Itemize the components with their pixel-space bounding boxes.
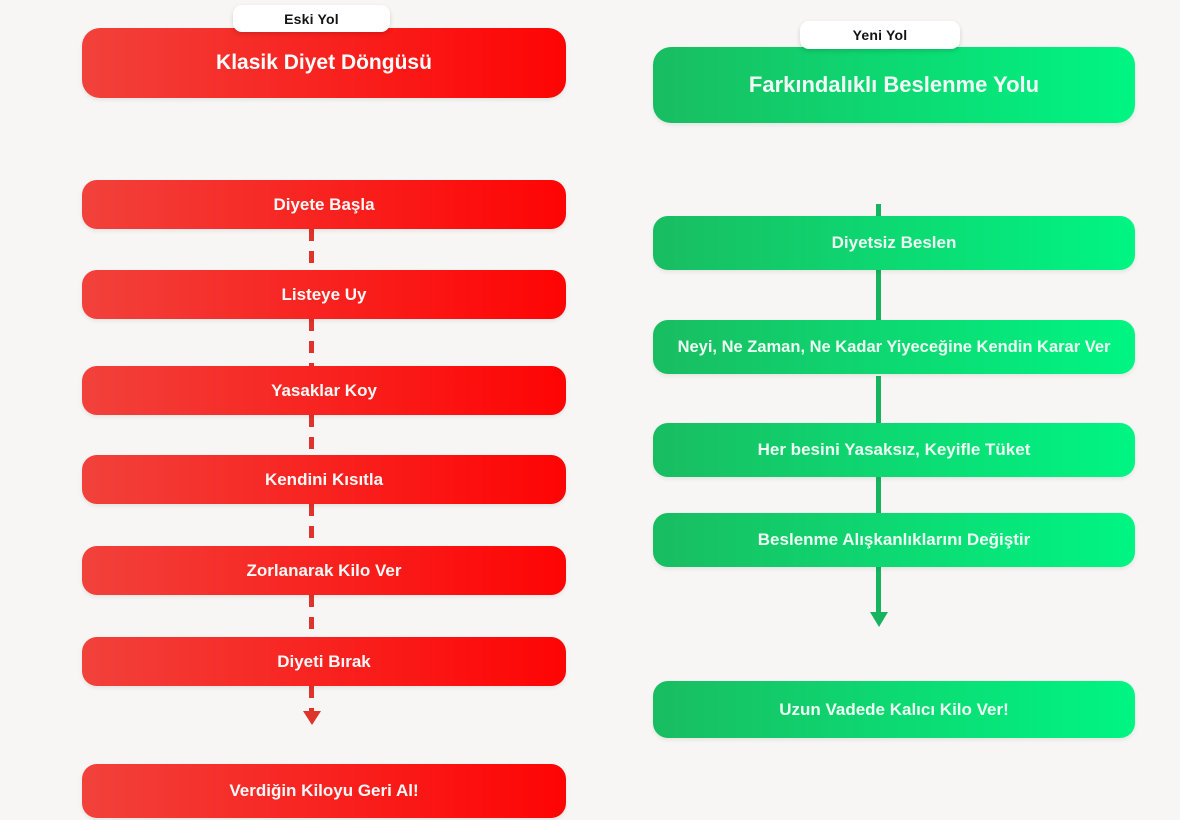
old-path-down-arrow-icon: [302, 711, 321, 725]
new-connector-segment: [876, 204, 881, 217]
new-connector-segment: [876, 376, 881, 424]
old-path-step-1-label: Diyete Başla: [273, 194, 375, 214]
old-path-step-5-label: Zorlanarak Kilo Ver: [246, 560, 402, 580]
new-path-tag-label: Yeni Yol: [852, 27, 908, 43]
new-path-title: Farkındalıklı Beslenme Yolu: [748, 72, 1040, 97]
new-path-result: Uzun Vadede Kalıcı Kilo Ver!: [779, 699, 1009, 719]
old-path-title-box: Klasik Diyet Döngüsü: [82, 28, 566, 98]
new-path-step-3-label: Her besini Yasaksız, Keyifle Tüket: [757, 440, 1031, 459]
new-path-result-box: Uzun Vadede Kalıcı Kilo Ver!: [653, 681, 1135, 738]
old-path-result-box: Verdiğin Kiloyu Geri Al!: [82, 764, 566, 818]
new-path-tag: Yeni Yol: [800, 21, 960, 49]
old-connector-segment: [309, 504, 314, 546]
old-path-step-4-label: Kendini Kısıtla: [264, 469, 384, 489]
new-path-step-4: Beslenme Alışkanlıklarını Değiştir: [653, 513, 1135, 567]
new-path-step-4-label: Beslenme Alışkanlıklarını Değiştir: [757, 530, 1031, 549]
new-path-step-2-label: Neyi, Ne Zaman, Ne Kadar Yiyeceğine Kend…: [677, 337, 1111, 356]
old-path-result: Verdiğin Kiloyu Geri Al!: [229, 781, 419, 800]
new-connector-segment: [876, 269, 881, 321]
old-path-title: Klasik Diyet Döngüsü: [216, 51, 432, 74]
old-connector-segment: [309, 595, 314, 637]
old-connector-segment: [309, 319, 314, 366]
old-path-step-6-label: Diyeti Bırak: [277, 651, 371, 671]
old-path-step-4: Kendini Kısıtla: [82, 455, 566, 504]
new-path-step-1: Diyetsiz Beslen: [653, 216, 1135, 270]
old-path-step-6: Diyeti Bırak: [82, 637, 566, 686]
new-path-step-2: Neyi, Ne Zaman, Ne Kadar Yiyeceğine Kend…: [653, 320, 1135, 374]
old-path-tag-label: Eski Yol: [284, 10, 339, 27]
old-path-tag: Eski Yol: [233, 5, 390, 32]
old-connector-segment: [309, 686, 314, 711]
new-path-title-box: Farkındalıklı Beslenme Yolu: [653, 47, 1135, 123]
old-path-step-2-label: Listeye Uy: [281, 284, 367, 304]
old-path-step-3: Yasaklar Koy: [82, 366, 566, 415]
old-connector-segment: [309, 415, 314, 455]
new-connector-segment: [876, 476, 881, 514]
new-path-step-3: Her besini Yasaksız, Keyifle Tüket: [653, 423, 1135, 477]
old-path-step-1: Diyete Başla: [82, 180, 566, 229]
new-path-down-arrow-icon: [869, 612, 888, 627]
old-path-step-5: Zorlanarak Kilo Ver: [82, 546, 566, 595]
old-connector-segment: [309, 229, 314, 270]
old-path-step-3-label: Yasaklar Koy: [271, 380, 377, 400]
old-path-step-2: Listeye Uy: [82, 270, 566, 319]
new-connector-segment: [876, 566, 881, 613]
new-path-step-1-label: Diyetsiz Beslen: [831, 233, 957, 252]
